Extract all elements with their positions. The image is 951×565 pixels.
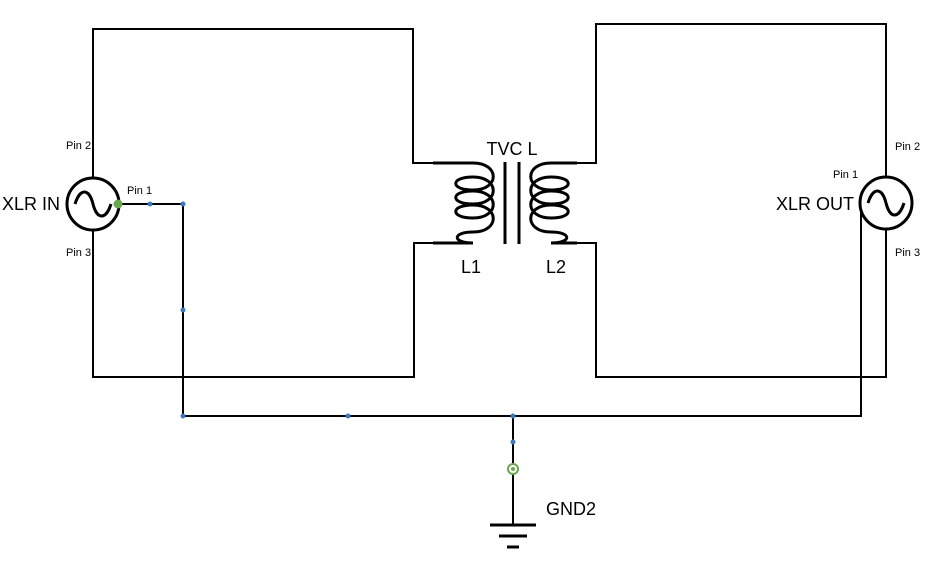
- primary-coil: [433, 161, 495, 245]
- junction-dot: [345, 413, 351, 419]
- xlr-out-sine-icon: [866, 189, 906, 217]
- xlr-out-pin2-label: Pin 2: [895, 141, 920, 153]
- xlr-in-sine-icon: [73, 190, 113, 218]
- secondary-coil-label: L2: [546, 257, 566, 277]
- xlr-in-pin1-terminal: [113, 199, 123, 209]
- xlr-in-pin1-label: Pin 1: [127, 185, 152, 197]
- wire-out-bottom: [576, 229, 887, 378]
- xlr-in-pin2-label: Pin 2: [66, 140, 91, 152]
- xlr-out-source: XLR OUT Pin 2 Pin 1 Pin 3: [776, 141, 920, 259]
- xlr-out-pin3-label: Pin 3: [895, 247, 920, 259]
- wire-ground-out: [512, 203, 862, 417]
- wire-ground-in: [117, 203, 514, 417]
- transformer-label: TVC L: [486, 139, 537, 159]
- wires: [92, 23, 887, 524]
- xlr-in-pin3-label: Pin 3: [66, 247, 91, 259]
- junction-dot: [147, 201, 153, 207]
- xlr-in-label: XLR IN: [2, 194, 60, 214]
- xlr-out-label: XLR OUT: [776, 194, 854, 214]
- wire-out-top: [576, 23, 887, 177]
- xlr-in-source: XLR IN Pin 2 Pin 1 Pin 3: [2, 140, 152, 259]
- junction-dot: [510, 439, 516, 445]
- junctions: [147, 201, 516, 445]
- wire-in-bottom: [92, 227, 434, 378]
- primary-coil-label: L1: [461, 257, 481, 277]
- xlr-out-pin1-label: Pin 1: [833, 169, 858, 181]
- wire-in-top: [92, 28, 434, 179]
- ground-symbol: GND2: [490, 463, 596, 549]
- transformer: TVC L L1 L2: [433, 139, 577, 277]
- ground-terminal-dot: [511, 467, 515, 471]
- junction-dot: [180, 413, 186, 419]
- junction-dot: [510, 413, 516, 419]
- secondary-coil: [529, 161, 577, 245]
- ground-label: GND2: [546, 499, 596, 519]
- junction-dot: [180, 307, 186, 313]
- junction-dot: [180, 201, 186, 207]
